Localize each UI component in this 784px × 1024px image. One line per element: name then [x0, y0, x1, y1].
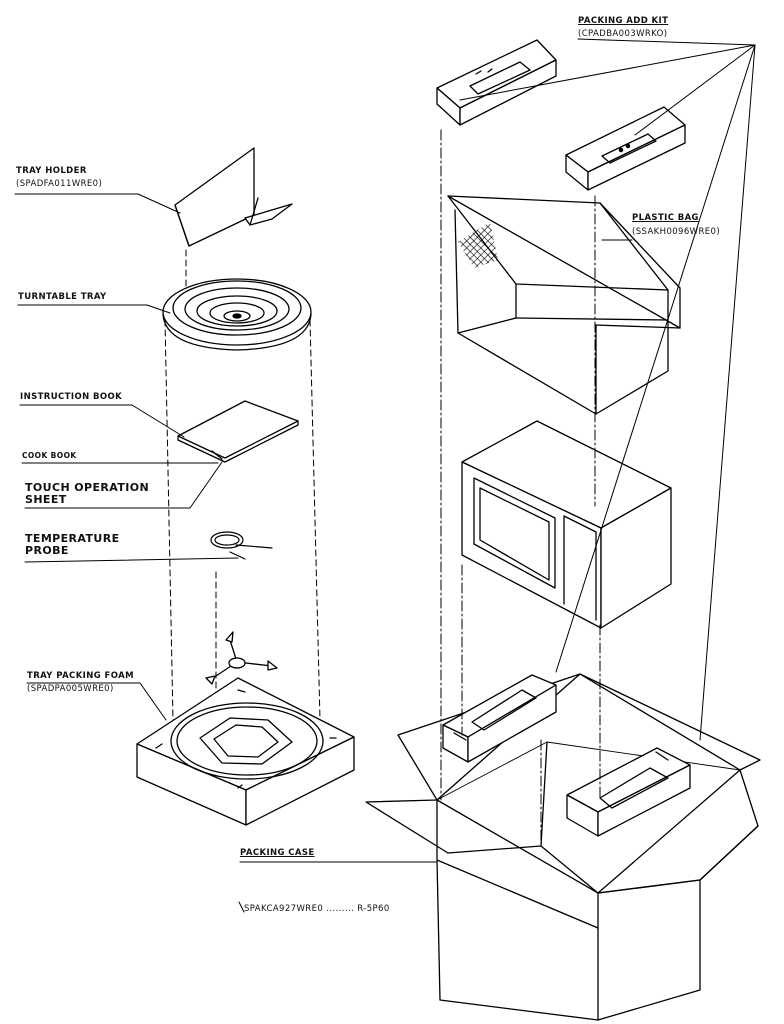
packing-add-kit-part-lower [565, 106, 686, 191]
label-plastic-bag-code: (SSAKH0096WRE0) [632, 227, 721, 237]
tray-holder-part [174, 147, 293, 247]
packing-case-model: R-5P60 [357, 904, 390, 914]
instruction-book-stack [177, 400, 299, 463]
label-instruction-book: INSTRUCTION BOOK [20, 392, 123, 402]
label-tray-holder-code: (SPADFA011WRE0) [16, 179, 103, 189]
packing-case-code: SPAKCA927WRE0 [244, 904, 324, 914]
label-cook-book: COOK BOOK [22, 451, 77, 460]
packing-add-kit-part-upper [436, 39, 557, 126]
label-turntable-tray: TURNTABLE TRAY [18, 292, 107, 302]
label-tray-packing-foam-code: (SPADPA005WRE0) [27, 684, 114, 694]
turntable-tray-part [162, 278, 312, 351]
packing-case-code-dots: ......... [323, 904, 358, 914]
plastic-bag-part [447, 195, 681, 415]
label-temperature-probe-line1: TEMPERATURE [25, 532, 120, 545]
label-plastic-bag: PLASTIC BAG [632, 213, 699, 223]
case-foam-right-part [566, 747, 691, 837]
label-touch-operation-sheet-line2: SHEET [25, 493, 67, 506]
case-foam-left-part [442, 674, 557, 763]
tray-packing-foam-part [136, 677, 355, 826]
label-packing-case: PACKING CASE [240, 848, 315, 858]
label-tray-packing-foam: TRAY PACKING FOAM [27, 671, 134, 681]
right-guide-lines [440, 129, 601, 847]
turntable-support-part [205, 631, 278, 685]
label-packing-case-code: SPAKCA927WRE0 ......... R-5P60 [244, 905, 390, 914]
temperature-probe-part [210, 531, 273, 560]
label-temperature-probe-line2: PROBE [25, 544, 69, 557]
label-packing-add-kit: PACKING ADD KIT [578, 16, 669, 26]
label-packing-add-kit-code: (CPADBA003WRKO) [578, 29, 668, 39]
leader-lines [14, 38, 756, 913]
microwave-oven-part [461, 420, 672, 629]
label-touch-operation-sheet-line1: TOUCH OPERATION [25, 481, 150, 494]
label-tray-holder: TRAY HOLDER [16, 166, 87, 176]
